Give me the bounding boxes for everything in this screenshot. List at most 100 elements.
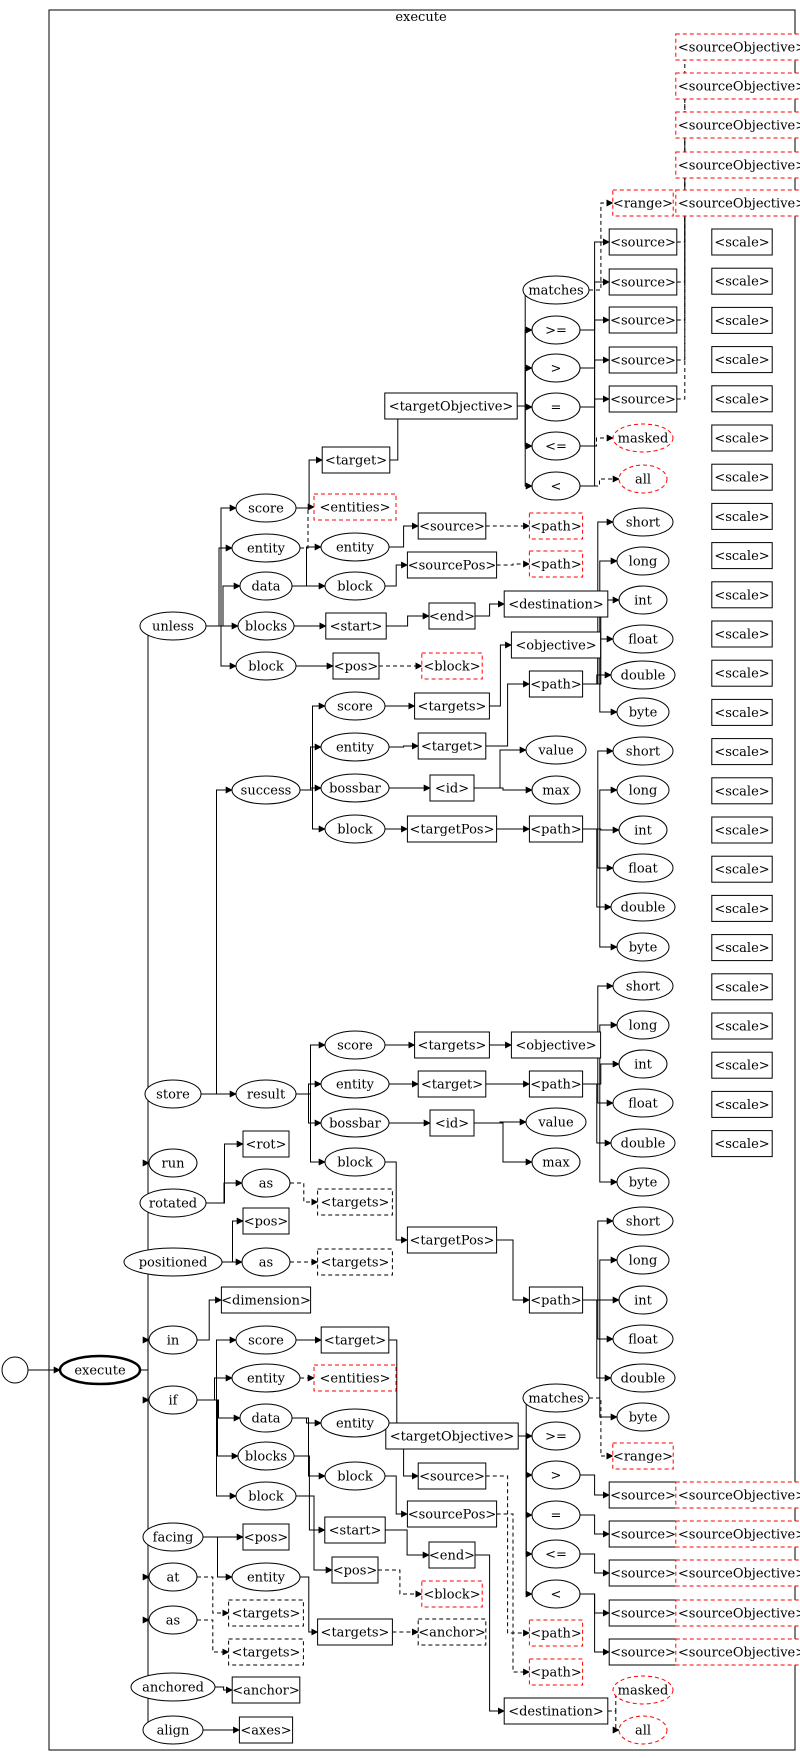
node-align: align xyxy=(142,1715,204,1745)
edge-s_entity-s_target xyxy=(389,742,419,750)
node-r_objective: <objective> xyxy=(510,1031,602,1059)
node-label: matches xyxy=(528,1392,583,1407)
edge-st_result-r_block xyxy=(296,1093,326,1166)
node-r_max: max xyxy=(531,1147,581,1177)
node-label: <source> xyxy=(610,1489,676,1504)
node-label: entity xyxy=(336,741,375,756)
node-u_le: <= xyxy=(531,431,581,461)
node-label: data xyxy=(251,580,280,595)
node-rot_as: as xyxy=(241,1168,291,1198)
edge-execute-in xyxy=(140,1336,150,1371)
edge-r_block-r_targetPos xyxy=(385,1161,409,1244)
node-i_range: <range> xyxy=(612,1442,674,1470)
node-label: <scale> xyxy=(714,353,769,368)
node-label: <objective> xyxy=(515,1039,596,1054)
node-scale15: <scale> xyxy=(711,777,773,805)
node-scale24: <scale> xyxy=(711,1130,773,1158)
node-label: float xyxy=(628,633,658,648)
node-rotated: rotated xyxy=(139,1188,207,1218)
node-s_bossbar: bossbar xyxy=(320,773,390,803)
node-label: masked xyxy=(618,1684,669,1699)
node-label: <sourcePos> xyxy=(408,559,497,574)
node-u_data: data xyxy=(239,571,293,601)
node-t4_int: int xyxy=(618,1285,668,1315)
node-label: <scale> xyxy=(714,706,769,721)
node-label: <target> xyxy=(325,454,387,469)
node-label: int xyxy=(634,1058,653,1073)
node-t3_float: float xyxy=(612,1088,674,1118)
edge-i_eq-i_src2 xyxy=(580,1514,610,1538)
node-pos_as: as xyxy=(241,1247,291,1277)
node-t2_double: double xyxy=(610,892,676,922)
node-t4_short: short xyxy=(612,1206,674,1236)
node-if: if xyxy=(148,1385,198,1415)
node-i_eq: = xyxy=(531,1500,581,1530)
node-i_entities: <entities> xyxy=(313,1364,397,1392)
node-u_matches: matches xyxy=(522,275,590,305)
edge-st_success-s_entity xyxy=(300,743,322,791)
node-label: > xyxy=(551,1469,562,1484)
node-t3_double: double xyxy=(610,1128,676,1158)
node-as_targets: <targets> xyxy=(228,1638,304,1666)
node-label: store xyxy=(156,1088,190,1103)
node-label: int xyxy=(634,594,653,609)
node-label: long xyxy=(629,555,658,570)
node-t2_short: short xyxy=(612,736,674,766)
node-s_block: block xyxy=(324,814,386,844)
node-i_path2: <path> xyxy=(528,1658,584,1686)
node-i_entity: entity xyxy=(231,1363,301,1393)
node-align_axes: <axes> xyxy=(238,1716,294,1744)
node-as: as xyxy=(148,1605,198,1635)
node-u_pos: <pos> xyxy=(332,652,380,680)
node-label: > xyxy=(551,362,562,377)
edge-u_end-u_destination xyxy=(475,600,505,617)
node-t4_double: double xyxy=(610,1363,676,1393)
node-label: entity xyxy=(247,542,286,557)
node-i_end: <end> xyxy=(428,1541,476,1569)
node-label: result xyxy=(247,1088,286,1103)
node-i_all: all xyxy=(618,1715,668,1745)
node-r_targets: <targets> xyxy=(414,1031,490,1059)
node-label: score xyxy=(337,700,373,715)
node-u_targetObj: <targetObjective> xyxy=(384,392,518,420)
node-r_id: <id> xyxy=(429,1109,475,1137)
edge-execute-rotated xyxy=(139,1199,149,1371)
edge-r_path-t3_double xyxy=(582,1083,612,1147)
edge-u_sourcePos-u_path2 xyxy=(496,560,531,568)
node-label: <scale> xyxy=(714,392,769,407)
node-scale2: <scale> xyxy=(711,267,773,295)
node-u_entity: entity xyxy=(231,533,301,563)
edge-unless-u_score xyxy=(206,504,237,627)
node-i_block: block xyxy=(235,1481,297,1511)
node-scale12: <scale> xyxy=(711,659,773,687)
node-label: double xyxy=(621,901,666,916)
node-s_value: value xyxy=(525,735,587,765)
node-label: <block> xyxy=(423,660,480,675)
node-label: <pos> xyxy=(244,1531,289,1546)
node-label: < xyxy=(551,480,562,495)
node-s_targets: <targets> xyxy=(414,692,490,720)
node-u_source: <source> xyxy=(417,512,487,540)
node-label: float xyxy=(628,1333,658,1348)
node-label: <targets> xyxy=(418,700,487,715)
node-i_masked: masked xyxy=(612,1675,674,1705)
node-label: positioned xyxy=(139,1256,208,1271)
node-label: <pos> xyxy=(333,1564,378,1579)
node-f_pos: <pos> xyxy=(242,1523,290,1551)
node-label: <scale> xyxy=(714,1020,769,1035)
node-t4_long: long xyxy=(616,1245,670,1275)
node-label: <scale> xyxy=(714,980,769,995)
node-scale22: <scale> xyxy=(711,1051,773,1079)
node-label: entity xyxy=(336,1078,375,1093)
node-r_bossbar: bossbar xyxy=(320,1108,390,1138)
node-label: <targets> xyxy=(232,1646,301,1661)
node-scale13: <scale> xyxy=(711,698,773,726)
node-label: <sourceObjective> xyxy=(678,159,800,174)
node-scale4: <scale> xyxy=(711,346,773,374)
diagram-title: execute xyxy=(395,10,447,25)
node-label: <scale> xyxy=(714,588,769,603)
node-label: <scale> xyxy=(714,314,769,329)
node-sObj5: <sourceObjective> xyxy=(675,189,800,217)
edge-as-as_targets xyxy=(197,1619,230,1656)
